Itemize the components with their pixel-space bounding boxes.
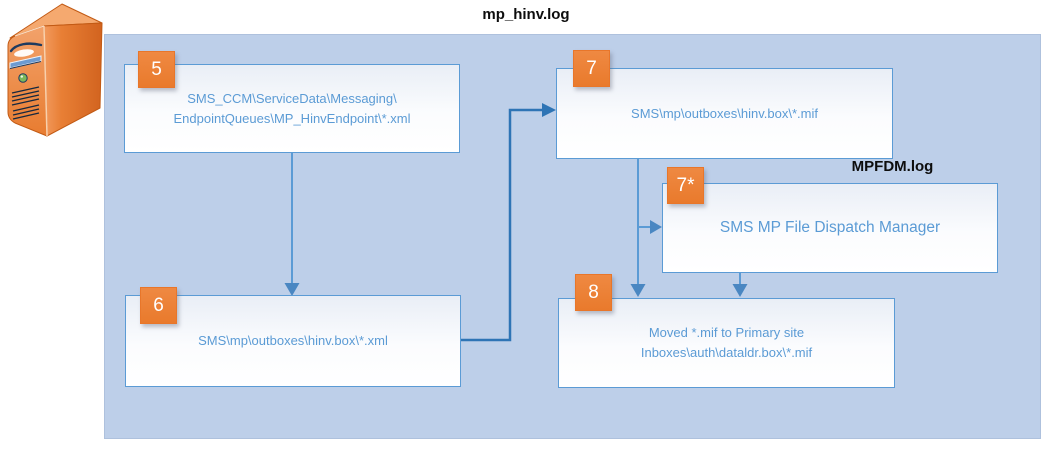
flow-box-6-outbox-xml: SMS\mp\outboxes\hinv.box\*.xml: [125, 295, 461, 387]
flow-box-5-endpoint-queue: SMS_CCM\ServiceData\Messaging\ EndpointQ…: [124, 64, 460, 153]
flow-box-5-text: SMS_CCM\ServiceData\Messaging\ EndpointQ…: [125, 89, 459, 129]
flow-box-6-line1: SMS\mp\outboxes\hinv.box\*.xml: [198, 333, 388, 348]
flow-box-6-text: SMS\mp\outboxes\hinv.box\*.xml: [126, 331, 460, 351]
flow-box-7-text: SMS\mp\outboxes\hinv.box\*.mif: [557, 104, 892, 124]
flow-box-7-outbox-mif: SMS\mp\outboxes\hinv.box\*.mif: [556, 68, 893, 159]
diagram-title: mp_hinv.log: [482, 6, 570, 23]
flow-box-7-line1: SMS\mp\outboxes\hinv.box\*.mif: [631, 105, 818, 121]
flow-box-5-line2: EndpointQueues\MP_HinvEndpoint\*.xml: [173, 110, 411, 126]
server-icon: [7, 3, 103, 137]
step-badge-8: 8: [575, 274, 612, 311]
flow-box-8-moved-to-inbox: Moved *.mif to Primary site Inboxes\auth…: [558, 298, 895, 388]
mpfdm-log-title: MPFDM.log: [851, 158, 934, 175]
step-badge-5: 5: [138, 51, 175, 88]
flow-box-8-line1: Moved *.mif to Primary site: [648, 325, 805, 340]
flow-box-7star-text: SMS MP File Dispatch Manager: [663, 217, 997, 239]
step-badge-7: 7: [573, 50, 610, 87]
flow-box-5-line1: SMS_CCM\ServiceData\Messaging\: [187, 90, 397, 106]
flow-box-8-line2: Inboxes\auth\dataldr.box\*.mif: [640, 345, 813, 360]
step-badge-7star: 7*: [667, 167, 704, 204]
step-badge-6: 6: [140, 287, 177, 324]
flow-box-7star-dispatch-manager: SMS MP File Dispatch Manager: [662, 183, 998, 273]
flow-box-8-text: Moved *.mif to Primary site Inboxes\auth…: [559, 323, 894, 363]
flow-box-7star-line1: SMS MP File Dispatch Manager: [719, 219, 941, 236]
